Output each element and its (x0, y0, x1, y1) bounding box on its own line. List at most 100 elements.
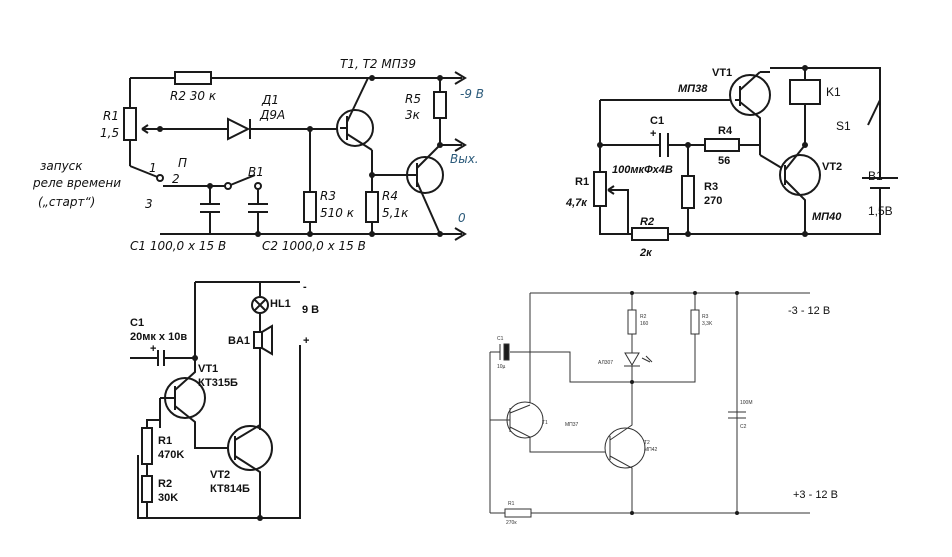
c3-r2-value: 30K (158, 492, 178, 504)
c3-plus: + (303, 335, 309, 347)
c1-r1-value: 1,5 (100, 126, 119, 140)
c2-b1-value: 1,5В (868, 204, 893, 218)
c1-switch-b1 (227, 174, 256, 187)
c1-cap-c2 (248, 189, 268, 234)
c1-r4-name: R4 (382, 189, 398, 203)
circuit-4-led-blinker: -3 - 12 В +3 - 12 В C1 10µ R2 160 R3 3,3… (489, 291, 838, 526)
c2-r2-value: 2к (639, 247, 653, 259)
c4-r2-resistor (627, 309, 637, 335)
c4-verticals (529, 293, 738, 513)
c1-pos1: 1 (149, 161, 157, 175)
c1-pos3: 3 (145, 197, 153, 211)
c2-r3-value: 270 (704, 195, 722, 207)
c2-r2-name: R2 (640, 216, 654, 228)
c2-c1-capacitor (600, 133, 705, 157)
c3-c1-capacitor (130, 350, 195, 366)
c1-bottom-arrow (454, 227, 467, 241)
c4-rails (490, 292, 810, 514)
c1-r4-resistor (365, 191, 379, 223)
c3-r1-value: 470K (158, 449, 184, 461)
c4-r2-name: R2 (640, 314, 647, 320)
c1-t1-legs (340, 77, 373, 151)
c2-r1-pot (593, 171, 607, 207)
c1-r3-resistor (303, 191, 317, 223)
c2-vt1-legs (735, 71, 770, 155)
c4-t2-transistor (604, 427, 646, 469)
c1-r2-resistor (174, 71, 212, 85)
c3-vt1-type: КТ315Б (198, 377, 238, 389)
c1-transistor-label: T1, T2 МП39 (340, 57, 416, 71)
c3-ba1-speaker (253, 331, 263, 349)
c1-switch-p (129, 165, 161, 179)
c3-c1-plus: + (150, 343, 156, 355)
c4-c2-capacitor (728, 411, 746, 419)
c2-r4-resistor (704, 138, 740, 152)
c4-r1-resistor (504, 508, 532, 518)
c2-r4-value: 56 (718, 155, 730, 167)
c4-led-label: АЛ307 (598, 360, 613, 366)
c1-r5-value: 3к (405, 108, 421, 122)
c1-switch-p-label: П (178, 156, 187, 170)
c2-r1-value: 4,7к (565, 197, 588, 209)
c1-d1-diode (227, 117, 251, 141)
c4-r1-value: 270к (506, 520, 517, 526)
c1-d1-type: Д9А (259, 108, 285, 122)
c1-r4-value: 5,1к (382, 206, 409, 220)
c3-vt2-name: VT2 (210, 469, 230, 481)
circuit-2-relay: VT1 МП38 K1 S1 C1 + 100мкФх4В R4 56 R1 4… (565, 65, 898, 259)
c1-start-line3: („старт“) (38, 195, 95, 209)
c4-t2-type: МП42 (644, 447, 658, 453)
c3-vt2-type: КТ814Б (210, 483, 250, 495)
c3-hl1-label: HL1 (270, 298, 291, 310)
c2-c1-plus: + (650, 128, 656, 140)
c2-r2-resistor (631, 227, 669, 241)
c1-start-line2: реле времени (32, 176, 121, 190)
c1-output-label: Вых. (450, 152, 479, 166)
c2-k1-relay (789, 79, 821, 105)
c3-r2-resistor (141, 475, 153, 503)
c4-t2-name: T2 (644, 440, 650, 446)
c3-top-rail (194, 281, 300, 358)
c1-r3-value: 510 к (320, 206, 355, 220)
c4-r1-name: R1 (508, 501, 515, 507)
c1-r1-pot (123, 107, 137, 141)
c1-r1-name: R1 (103, 109, 119, 123)
c2-r4-lead (739, 144, 786, 171)
c1-r5-resistor (433, 91, 447, 119)
c2-r4-name: R4 (718, 125, 733, 137)
c4-c1-value: 10µ (497, 364, 506, 370)
c1-b1-label: В1 (248, 165, 264, 179)
c2-r3-resistor (681, 175, 695, 209)
c4-r3-value: 3,3K (702, 321, 713, 327)
circuit-3-lamp: - HL1 9 В BA1 + C1 20мк х 10в + VT1 КТ31… (130, 281, 319, 521)
c3-c1-value: 20мк х 10в (130, 331, 187, 343)
c4-c2-value: 100М (740, 400, 753, 406)
c1-top-arrow (454, 71, 467, 85)
c4-r3-resistor (690, 309, 700, 335)
c2-s1-label: S1 (836, 119, 851, 133)
c1-d1-name: Д1 (261, 93, 279, 107)
c4-led (624, 352, 640, 366)
c1-start-line1: запуск (40, 159, 83, 173)
c3-vt1-legs (160, 358, 235, 449)
c1-r1-wiper-arrow (141, 124, 149, 134)
c2-b1-battery (862, 177, 898, 210)
c3-supply-label: 9 В (302, 304, 319, 316)
c4-c1-name: C1 (497, 336, 504, 342)
c3-plus-rail (137, 345, 301, 519)
c3-r1-name: R1 (158, 435, 172, 447)
c4-r3-name: R3 (702, 314, 709, 320)
c1-supply-label: -9 В (460, 87, 484, 101)
c3-c1-name: C1 (130, 317, 144, 329)
c1-out-arrow (454, 138, 467, 152)
c3-vt2-legs (234, 423, 261, 518)
c4-c1-capacitor (490, 344, 506, 360)
c1-zero-label: 0 (458, 211, 466, 225)
c2-r1-name: R1 (575, 176, 589, 188)
c4-top-supply: -3 - 12 В (788, 305, 830, 317)
c2-k1-label: K1 (826, 85, 841, 99)
c2-c1-value: 100мкФх4В (612, 164, 673, 176)
circuit-1-timer-relay: T1, T2 МП39 R1 1,5 R2 30 к Д1 Д9А R5 3к … (32, 57, 484, 253)
c2-r3-name: R3 (704, 181, 718, 193)
c2-b1-name: B1 (868, 169, 883, 183)
